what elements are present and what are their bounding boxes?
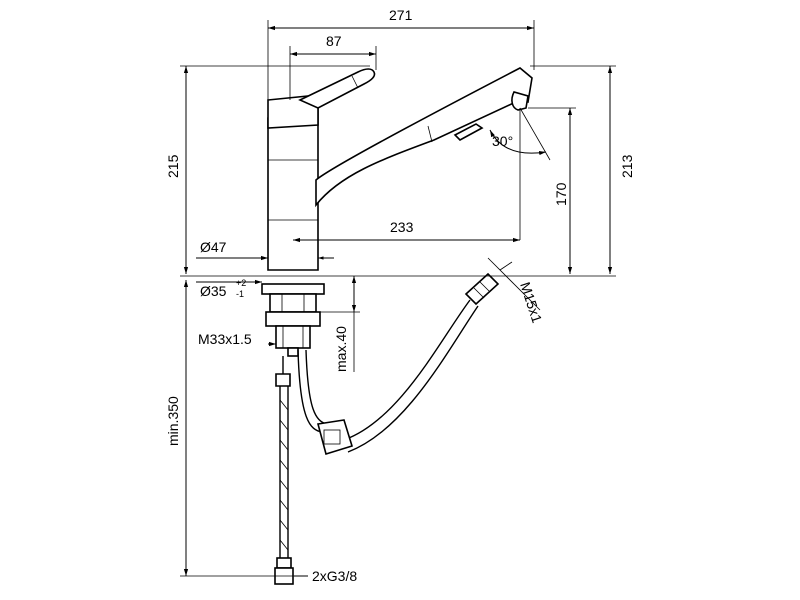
mounting-assembly [261,283,325,357]
svg-text:M33x1.5: M33x1.5 [198,331,252,347]
svg-text:2xG3/8: 2xG3/8 [312,568,357,584]
svg-text:Ø35: Ø35 [200,283,227,299]
svg-text:233: 233 [390,219,414,235]
dim-handle-offset: 87 [289,33,377,100]
svg-text:min.350: min.350 [165,396,181,446]
lever-handle [298,68,376,109]
hose-weight [316,419,353,456]
svg-text:271: 271 [389,7,413,23]
svg-text:170: 170 [553,182,569,206]
svg-text:213: 213 [619,154,635,178]
pullout-hose [297,272,500,456]
dim-body-height: 215 [165,65,370,274]
supply-hose [274,356,294,585]
hose-connector [464,272,500,306]
dim-outlet-height: 170 [528,107,576,274]
svg-text:87: 87 [326,33,342,49]
dim-overall-width: 271 [267,7,535,118]
dim-hose-thread: M15x1 [487,257,545,325]
faucet-body [267,94,319,271]
svg-text:max.40: max.40 [333,326,349,372]
dim-spout-reach: 233 [293,219,520,243]
svg-text:Ø47: Ø47 [200,239,227,255]
svg-text:215: 215 [165,154,181,178]
dim-connection: 2xG3/8 [294,568,357,584]
dim-thread: M33x1.5 [198,331,276,347]
spout [315,67,533,208]
svg-text:-1: -1 [236,289,244,299]
dim-min-hose: min.350 [165,280,296,577]
dim-max-deck: max.40 [320,276,360,372]
dim-spout-height: 213 [530,65,635,274]
dim-hole-diameter: Ø35 +2 -1 [196,278,262,299]
svg-text:+2: +2 [236,278,246,288]
dim-swivel-angle: 30° [489,107,551,240]
dim-base-diameter: Ø47 [196,239,334,258]
svg-text:M15x1: M15x1 [517,280,545,325]
svg-text:30°: 30° [492,133,513,149]
